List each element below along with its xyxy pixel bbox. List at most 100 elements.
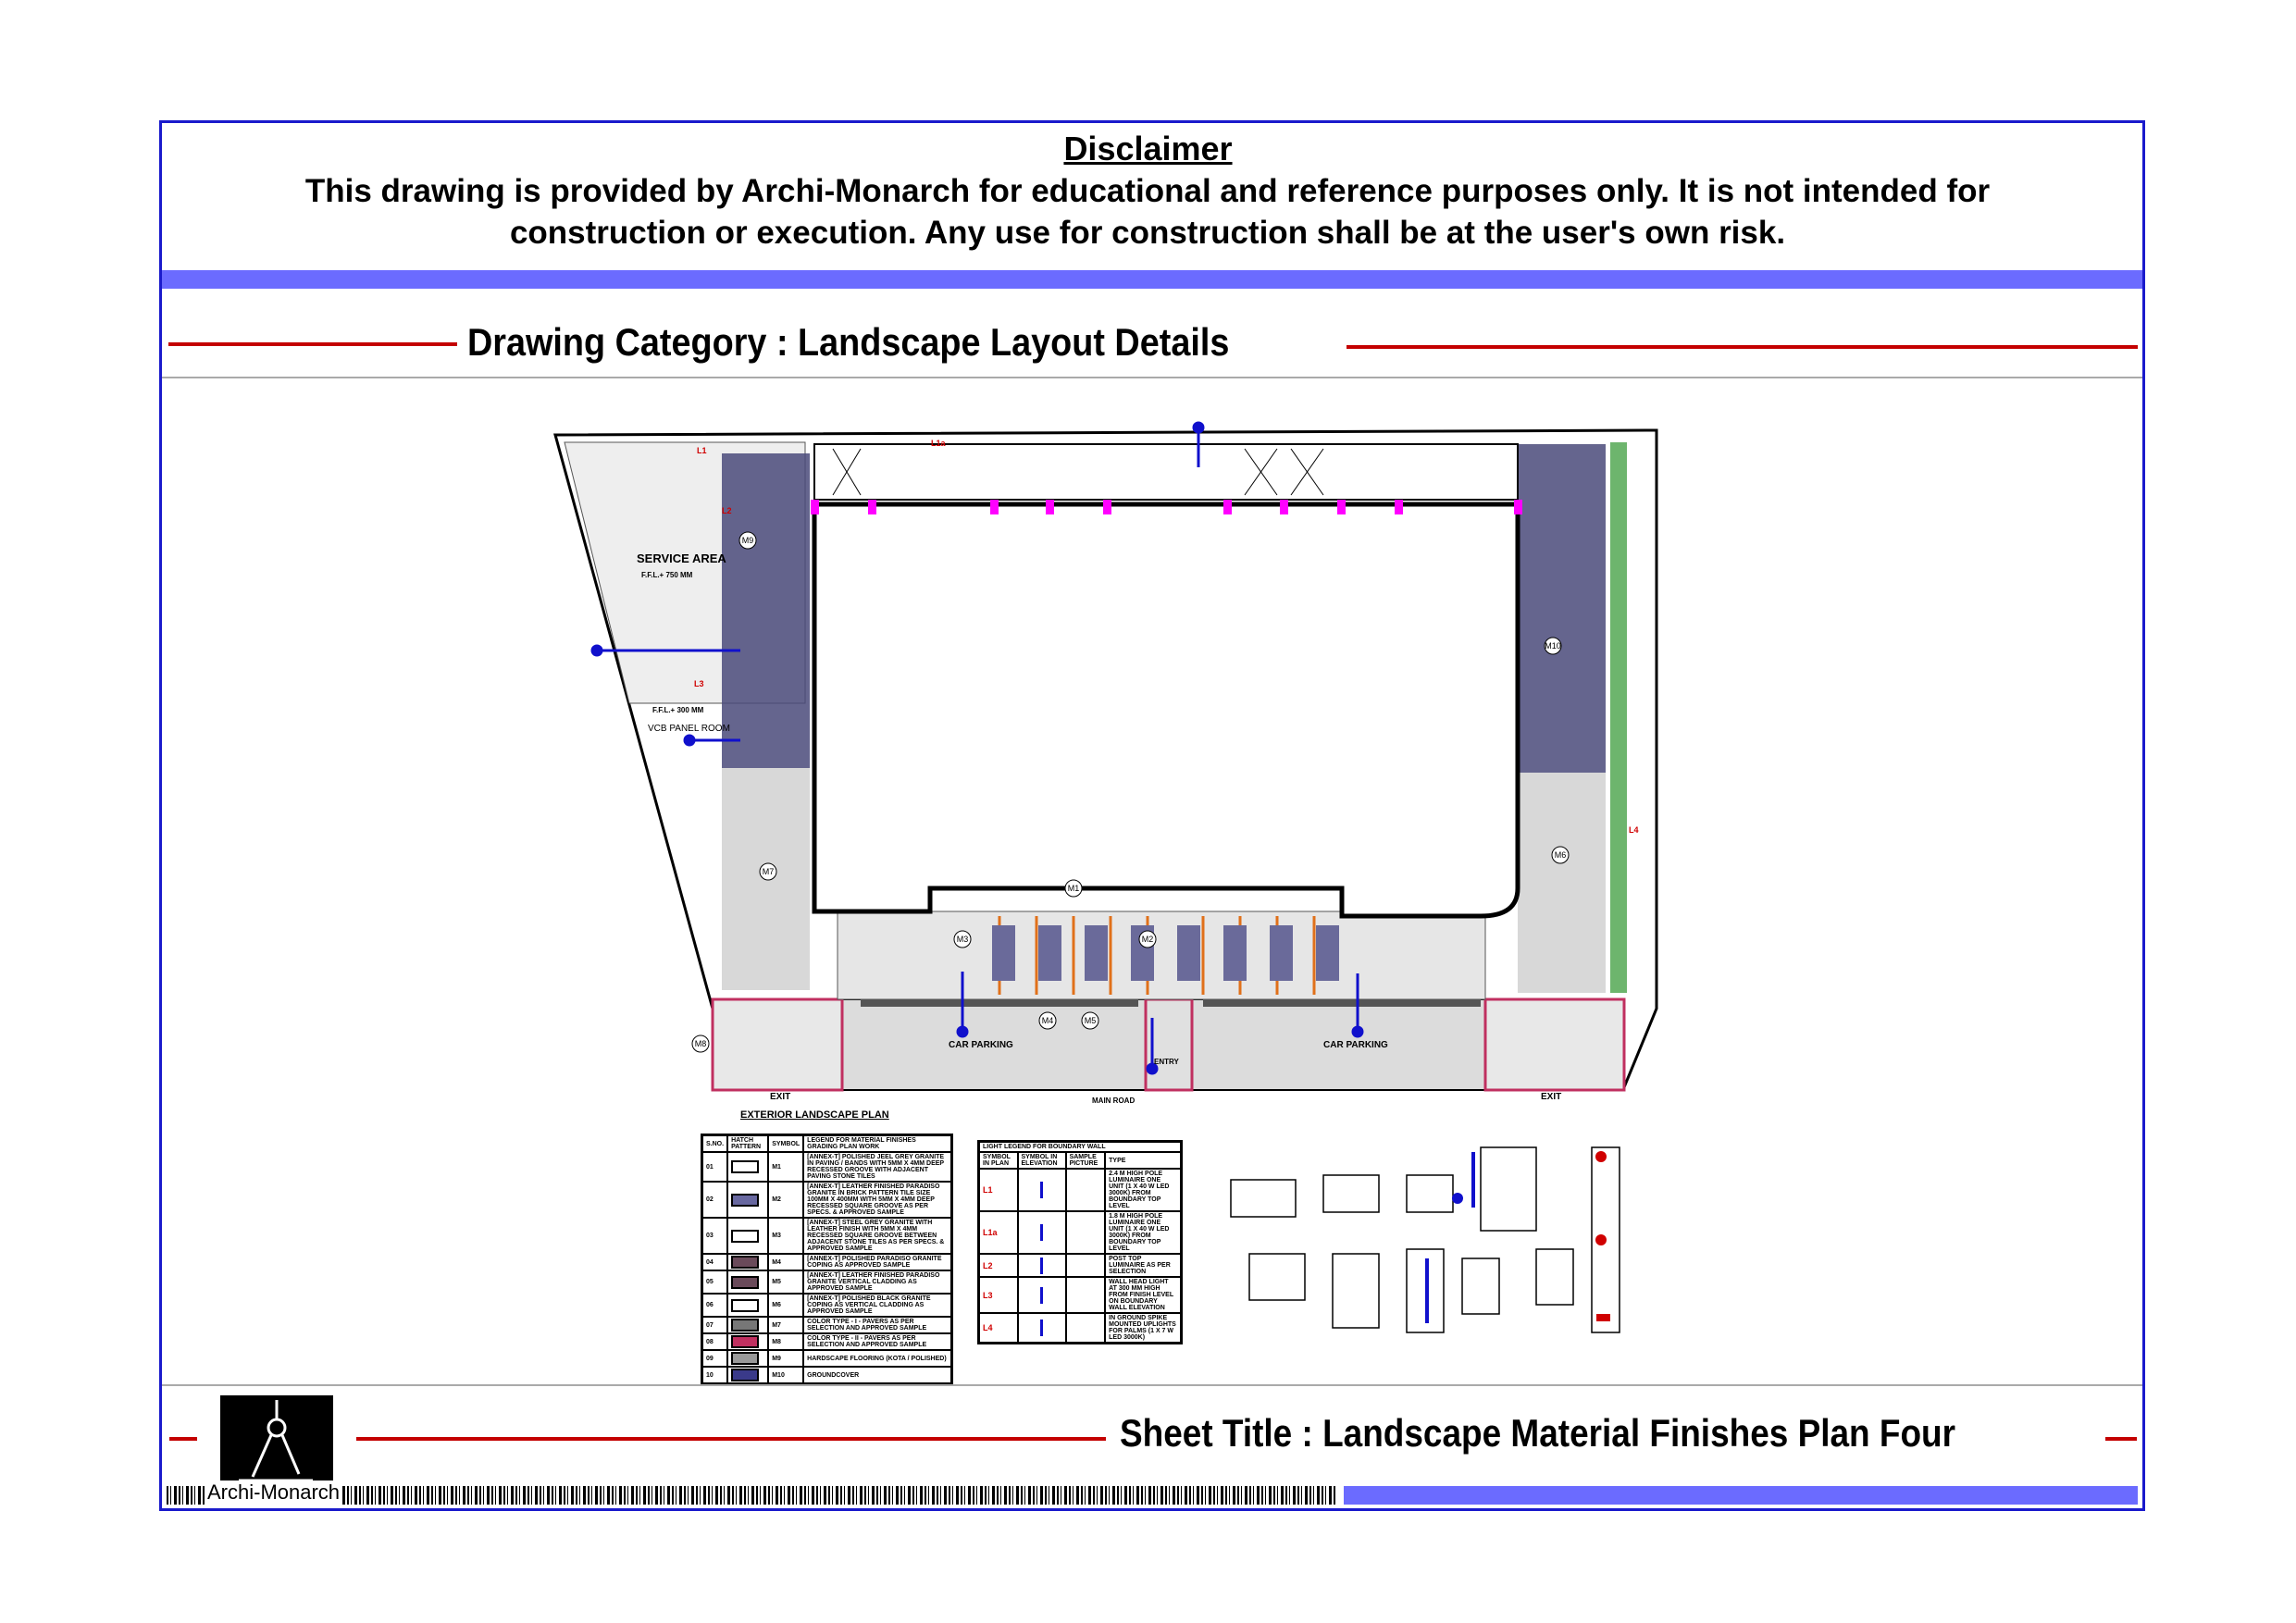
exit-right-label: EXIT	[1541, 1092, 1561, 1102]
svg-text:M10: M10	[1545, 641, 1561, 650]
row-no: 10	[701, 1366, 729, 1385]
divider	[162, 1384, 2142, 1386]
row-no: 08	[701, 1332, 729, 1351]
light-type: POST TOP LUMINAIRE AS PER SELECTION	[1104, 1253, 1183, 1278]
divider	[162, 377, 2142, 378]
exit-left-zone	[711, 997, 844, 1092]
material-legend-row: 09 M9 HARDSCAPE FLOORING (KOTA / POLISHE…	[701, 1349, 953, 1368]
row-no: 09	[701, 1349, 729, 1368]
barcode-strip	[167, 1486, 1337, 1505]
material-legend-row: 10 M10 GROUNDCOVER	[701, 1366, 953, 1385]
vcb-room-label: VCB PANEL ROOM	[648, 724, 730, 734]
colonnade-crosses	[832, 448, 1324, 496]
vcb-ffl-label: F.F.L.+ 300 MM	[652, 706, 704, 714]
light-legend-table: LIGHT LEGEND FOR BOUNDARY WALL SYMBOL IN…	[977, 1140, 1183, 1344]
light-type: 2.4 M HIGH POLE LUMINAIRE ONE UNIT (1 X …	[1104, 1168, 1183, 1212]
hatch-swatch	[726, 1151, 770, 1183]
light-type: IN GROUND SPIKE MOUNTED UPLIGHTS FOR PAL…	[1104, 1312, 1183, 1344]
top-color-band	[162, 270, 2142, 289]
light-symbol: L1a	[977, 1210, 1019, 1255]
header-type: TYPE	[1104, 1151, 1183, 1170]
hatch-swatch	[726, 1332, 770, 1351]
front-plaza	[837, 911, 1486, 1000]
header-elevation: SYMBOL IN ELEVATION	[1016, 1151, 1067, 1170]
material-legend-row: 08 M8 COLOR TYPE - II - PAVERS AS PER SE…	[701, 1332, 953, 1351]
row-symbol: M6	[767, 1293, 805, 1318]
disclaimer-text: This drawing is provided by Archi-Monarc…	[304, 173, 1991, 251]
light-legend-row: L4 IN GROUND SPIKE MOUNTED UPLIGHTS FOR …	[977, 1312, 1183, 1344]
building-outline	[812, 502, 1520, 919]
brand-name: Archi-Monarch	[205, 1481, 342, 1505]
row-no: 05	[701, 1270, 729, 1295]
row-desc: [ANNEX-T] LEATHER FINISHED PARADISO GRAN…	[802, 1181, 953, 1219]
svg-text:M8: M8	[695, 1039, 707, 1048]
material-legend-row: 06 M6 [ANNEX-T] POLISHED BLACK GRANITE C…	[701, 1293, 953, 1318]
light-elevation-icon	[1016, 1312, 1067, 1344]
category-line-right	[1347, 345, 2138, 349]
svg-text:M5: M5	[1085, 1016, 1097, 1025]
green-strip	[1610, 442, 1627, 993]
row-symbol: M9	[767, 1349, 805, 1368]
sheet-title: Sheet Title : Landscape Material Finishe…	[1120, 1411, 1956, 1455]
hatch-swatch	[726, 1293, 770, 1318]
svg-text:M4: M4	[1042, 1016, 1054, 1025]
groundcover-right	[1518, 444, 1606, 773]
material-legend-row: 07 M7 COLOR TYPE - I - PAVERS AS PER SEL…	[701, 1316, 953, 1334]
hatch-swatch	[726, 1253, 770, 1271]
svg-text:L2: L2	[722, 506, 732, 515]
category-line-left	[168, 342, 457, 346]
light-fixtures	[811, 500, 1522, 514]
row-symbol: M10	[767, 1366, 805, 1385]
hatch-swatch	[726, 1349, 770, 1368]
light-legend-title: LIGHT LEGEND FOR BOUNDARY WALL	[977, 1140, 1183, 1153]
bottom-color-band	[1344, 1486, 2138, 1505]
exit-left-label: EXIT	[770, 1092, 790, 1102]
svg-text:M1: M1	[1068, 884, 1080, 893]
row-desc: [ANNEX-T] POLISHED BLACK GRANITE COPING …	[802, 1293, 953, 1318]
sheet-line-right	[2105, 1437, 2137, 1441]
service-ffl-label: F.F.L.+ 750 MM	[641, 571, 693, 579]
svg-text:L4: L4	[1629, 825, 1639, 835]
boundary-wall-left	[861, 999, 1138, 1007]
row-symbol: M2	[767, 1181, 805, 1219]
light-elevation-icon	[1016, 1253, 1067, 1278]
row-no: 02	[701, 1181, 729, 1219]
sheet-line-mid	[356, 1437, 1106, 1441]
detail-sections	[1230, 1146, 1620, 1333]
drawing-category-title: Drawing Category : Landscape Layout Deta…	[467, 320, 1230, 364]
light-elevation-icon	[1016, 1276, 1067, 1314]
svg-text:L1a: L1a	[931, 439, 947, 448]
light-elevation-icon	[1016, 1168, 1067, 1212]
disclaimer-title-text: Disclaimer	[1063, 130, 1233, 167]
plan-title: EXTERIOR LANDSCAPE PLAN	[740, 1109, 889, 1121]
material-legend-row: 03 M3 [ANNEX-T] STEEL GREY GRANITE WITH …	[701, 1217, 953, 1255]
car-parking-right-label: CAR PARKING	[1323, 1040, 1388, 1050]
header-plan: SYMBOL IN PLAN	[977, 1151, 1019, 1170]
row-desc: [ANNEX-T] POLISHED JEEL GREY GRANITE IN …	[802, 1151, 953, 1183]
entry-label: ENTRY	[1154, 1058, 1179, 1066]
groundcover-left	[722, 453, 810, 768]
header-hatch: HATCH PATTERN	[726, 1134, 770, 1153]
light-picture	[1064, 1168, 1107, 1212]
light-elevation-icon	[1016, 1210, 1067, 1255]
archi-monarch-logo	[220, 1395, 333, 1485]
service-area-label: SERVICE AREA	[637, 551, 726, 565]
svg-text:M7: M7	[763, 867, 775, 876]
row-desc: HARDSCAPE FLOORING (KOTA / POLISHED)	[802, 1349, 953, 1368]
row-no: 06	[701, 1293, 729, 1318]
row-desc: COLOR TYPE - I - PAVERS AS PER SELECTION…	[802, 1316, 953, 1334]
light-legend-row: L2 POST TOP LUMINAIRE AS PER SELECTION	[977, 1253, 1183, 1278]
light-legend-row: L1a 1.8 M HIGH POLE LUMINAIRE ONE UNIT (…	[977, 1210, 1183, 1255]
svg-text:M2: M2	[1142, 935, 1154, 944]
light-symbol: L4	[977, 1312, 1019, 1344]
hatch-swatch	[726, 1316, 770, 1334]
header-symbol: SYMBOL	[767, 1134, 805, 1153]
paver-right	[1518, 773, 1606, 993]
material-markers: M1 M2 M3 M4 M5 M6 M7 M8 M9 M10	[691, 531, 1570, 1053]
row-desc: COLOR TYPE - II - PAVERS AS PER SELECTIO…	[802, 1332, 953, 1351]
boundary-wall-right	[1203, 999, 1481, 1007]
north-colonnade	[813, 443, 1519, 501]
header-sno: S.NO.	[701, 1134, 729, 1153]
row-desc: [ANNEX-T] STEEL GREY GRANITE WITH LEATHE…	[802, 1217, 953, 1255]
